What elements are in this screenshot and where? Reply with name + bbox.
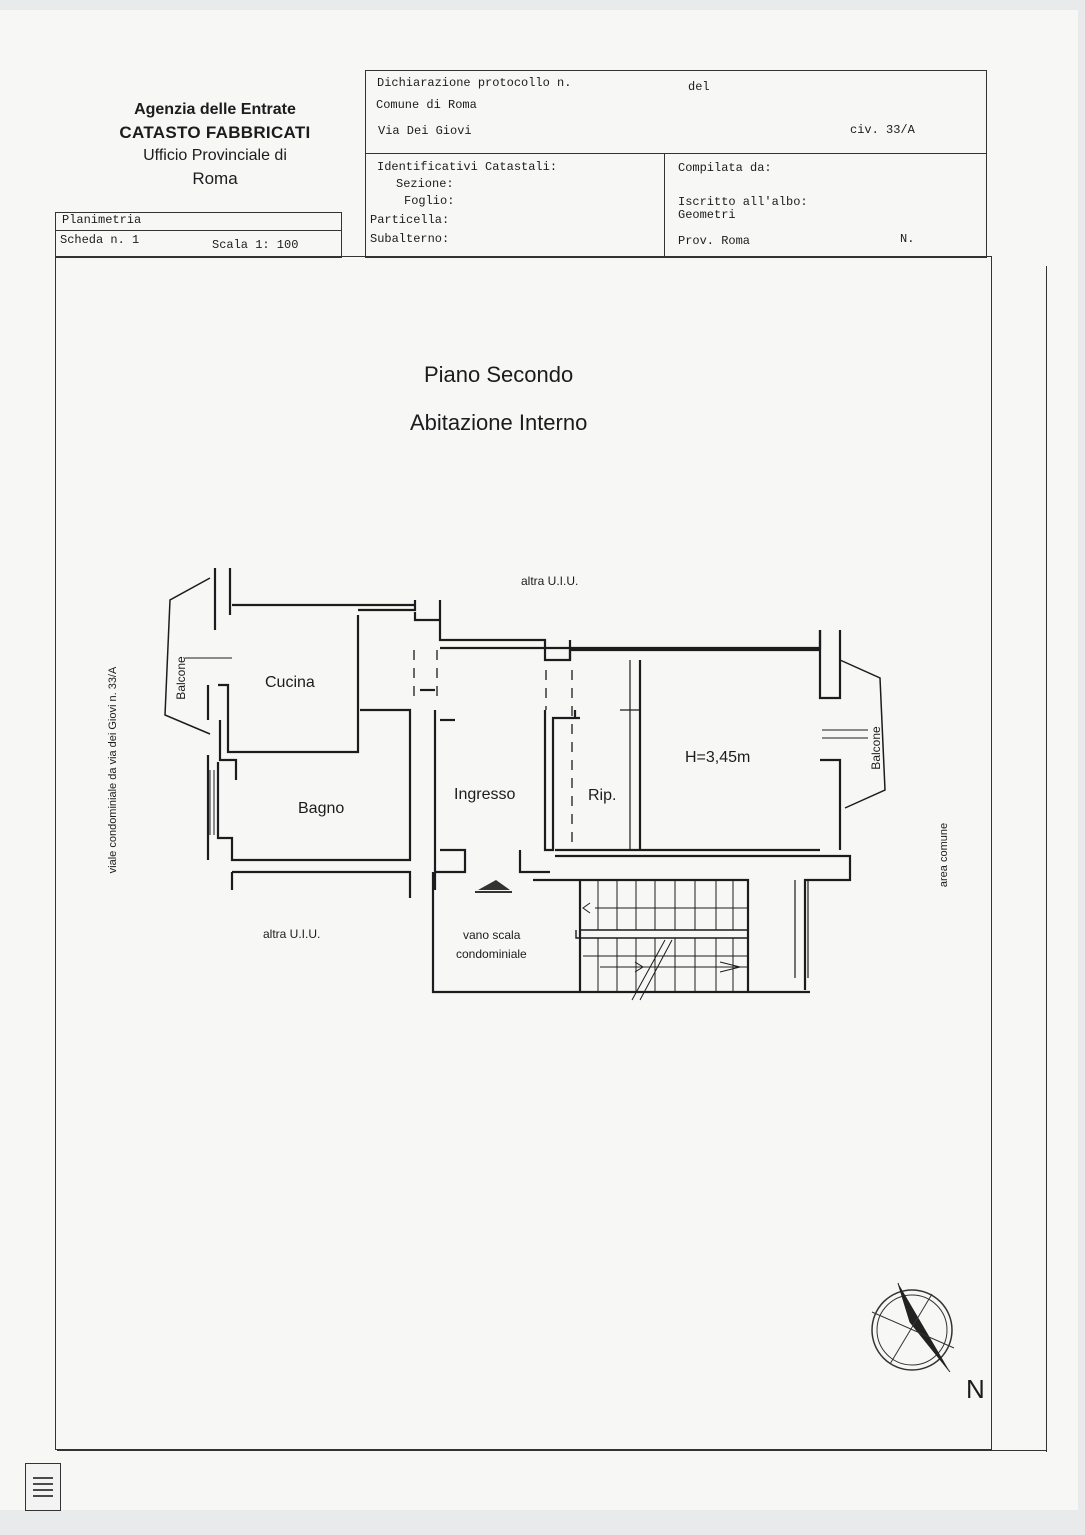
condominiale-label: condominiale [456,947,527,961]
scheda-label: Scheda n. 1 [60,233,140,247]
comune-label: Comune di Roma [376,98,477,112]
albo-label: Geometri [678,208,736,222]
document-sheet: Agenzia delle Entrate CATASTO FABBRICATI… [0,10,1078,1510]
particella-label: Particella: [370,213,450,227]
city-label: Roma [192,169,238,188]
subalterno-label: Subalterno: [370,232,450,246]
drawing-subtitle: Abitazione Interno [410,410,588,435]
compass-icon [871,1282,955,1373]
area-comune-label: area comune [938,822,950,888]
altra-uiu-bottom-label: altra U.I.U. [263,927,321,941]
drawing-title: Piano Secondo [424,362,574,387]
drawing-frame [55,256,992,1450]
civico-label: civ. 33/A [850,123,915,137]
compilata-title: Compilata da: [678,161,772,175]
balcone-right [839,659,886,809]
agency-block: Agenzia delle Entrate CATASTO FABBRICATI… [95,98,335,190]
frame-shadow-right [1046,266,1047,1452]
sezione-label: Sezione: [396,177,454,191]
menu-icon [33,1477,53,1497]
stair-outline [431,872,810,994]
foglio-label: Foglio: [404,194,455,208]
declaration-divider [365,153,987,154]
left-wall-top [213,568,232,630]
vano-scala-label: vano scala [463,928,521,942]
iscritto-label: Iscritto all'albo: [678,195,808,209]
planimetria-box [55,212,342,258]
room-bagno: Bagno [298,800,345,817]
prov-label: Prov. Roma [678,234,751,248]
ufficio-label: Ufficio Provinciale di [143,147,287,164]
altra-uiu-top-label: altra U.I.U. [521,574,579,588]
via-label: Via Dei Giovi [378,124,472,138]
entrance-marker [478,880,510,890]
identificativi-title: Identificativi Catastali: [377,160,558,174]
del-label: del [688,80,710,94]
scala-label: Scala 1: 100 [212,238,299,252]
declaration-box [365,70,987,258]
balcone-right-label: Balcone [869,726,883,770]
north-label: N [966,1374,985,1404]
agency-name: Agenzia delle Entrate [134,101,296,118]
numero-label: N. [900,232,915,246]
protocollo-label: Dichiarazione protocollo n. [377,76,572,90]
balcone-left-label: Balcone [174,656,188,700]
balcone-left [164,577,211,735]
floor-plan [164,568,955,1373]
room-ingresso: Ingresso [454,786,516,803]
menu-button[interactable] [25,1463,61,1511]
bagno-walls [206,708,412,862]
room-height-label: H=3,45m [685,749,751,766]
room-ripostiglio: Rip. [588,787,617,804]
declaration-vdivider [664,153,665,257]
cucina-walls [218,615,360,754]
frame-shadow-bottom [57,1450,1047,1451]
catasto-title: CATASTO FABBRICATI [119,123,311,142]
viale-label: viale condominiale da via dei Giovi n. 3… [107,666,119,874]
room-cucina: Cucina [265,674,315,691]
planimetria-divider [55,230,342,231]
planimetria-label: Planimetria [62,213,142,227]
